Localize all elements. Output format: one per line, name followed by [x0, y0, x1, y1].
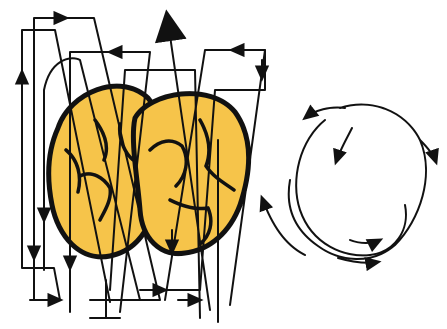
circle-loop-low-arrow — [350, 240, 380, 243]
circle-loop-top-arrow — [305, 107, 345, 118]
circle-loop-inner — [289, 105, 426, 259]
circle-loop-mid-arrow — [336, 128, 352, 162]
circle-loop-outer — [296, 120, 406, 255]
circle-loop-right-arrow — [420, 140, 436, 162]
circular-field-loops — [262, 105, 436, 263]
